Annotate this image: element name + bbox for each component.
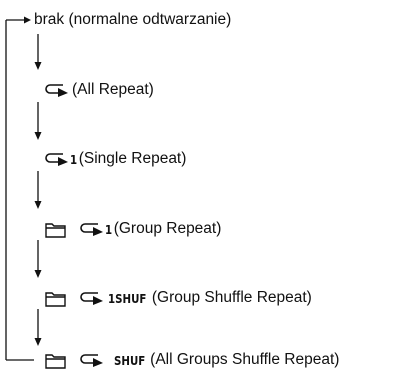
shuffle-tag: SHUF (114, 352, 146, 368)
repeat-icon (45, 84, 68, 97)
arrowhead-1 (34, 62, 42, 70)
mode-label-group-repeat: (Group Repeat) (113, 220, 222, 237)
mode-label-single-repeat: (Single Repeat) (78, 150, 187, 167)
mode-label-all-groups-shuffle-repeat: (All Groups Shuffle Repeat) (150, 351, 340, 368)
folder-icon (45, 222, 66, 238)
mode-row-single-repeat: 1 (Single Repeat) (45, 148, 186, 170)
arrowhead-3 (34, 201, 42, 209)
mode-row-normal: brak (normalne odtwarzanie) (34, 9, 231, 31)
repeat-one-tag: 1 (105, 221, 113, 237)
mode-label-normal: brak (normalne odtwarzanie) (34, 11, 232, 28)
repeat-icon (45, 153, 68, 166)
mode-row-group-shuffle-repeat: 1SHUF (Group Shuffle Repeat) (45, 287, 312, 309)
mode-label-all-repeat: (All Repeat) (72, 81, 154, 98)
mode-row-all-groups-shuffle-repeat: SHUF (All Groups Shuffle Repeat) (45, 349, 339, 371)
folder-icon (45, 353, 66, 369)
repeat-one-tag: 1 (70, 151, 78, 167)
mode-label-group-shuffle-repeat: (Group Shuffle Repeat) (151, 289, 312, 306)
shuffle-one-tag: 1SHUF (108, 290, 147, 306)
loop-arrowhead (24, 16, 31, 24)
repeat-icon (80, 223, 103, 236)
arrowhead-5 (34, 338, 42, 346)
folder-icon (45, 291, 66, 307)
repeat-icon (80, 354, 103, 367)
mode-row-group-repeat: 1 (Group Repeat) (45, 218, 221, 240)
arrowhead-2 (34, 132, 42, 140)
repeat-icon (80, 292, 103, 305)
arrowhead-4 (34, 270, 42, 278)
mode-row-all-repeat: (All Repeat) (45, 79, 154, 101)
